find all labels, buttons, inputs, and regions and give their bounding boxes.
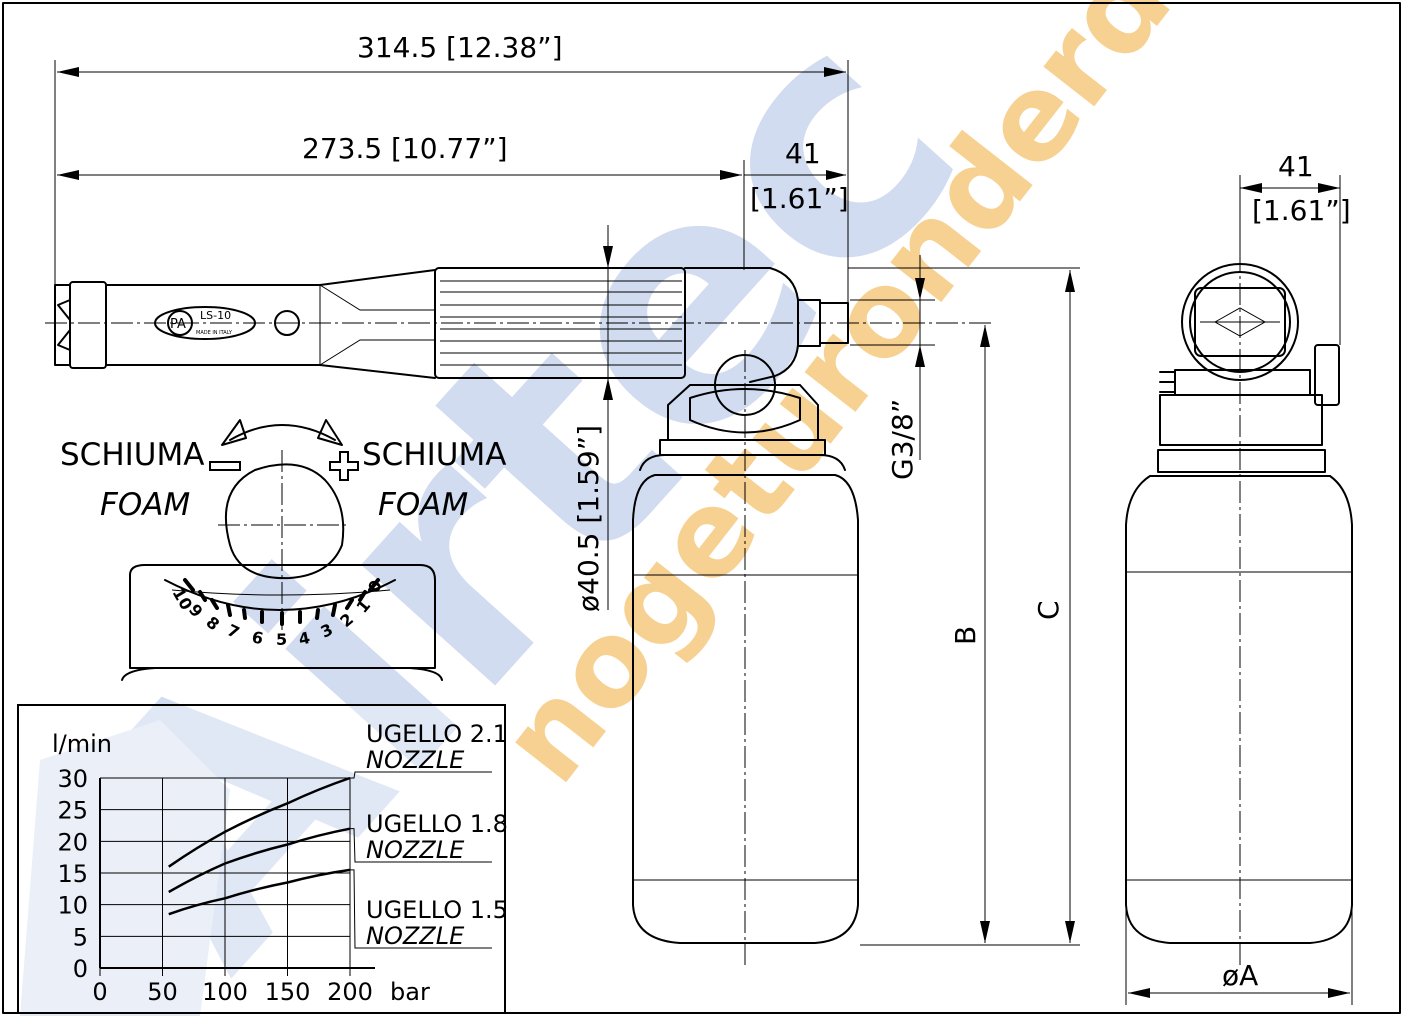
x-tick-label: 100	[202, 978, 248, 1006]
legend-leader-line	[350, 869, 492, 949]
chart-series	[168, 776, 351, 916]
dimension-right-offset: 41 [1.61”]	[1239, 150, 1351, 345]
y-tick-label: 0	[73, 955, 88, 983]
regulator-left-label-en: FOAM	[100, 487, 190, 523]
diameter-a-text: øA	[1222, 959, 1258, 992]
legend-leader-line	[350, 828, 492, 863]
y-tick-label: 15	[57, 860, 88, 888]
bottle-side-outline	[632, 474, 859, 944]
series-line	[168, 827, 351, 894]
x-tick-label: 50	[147, 978, 178, 1006]
body-diameter-text: ø40.5 [1.59”]	[572, 425, 605, 612]
y-tick-label: 20	[57, 828, 88, 856]
dial-number: 4	[297, 628, 312, 649]
x-tick-label: 150	[265, 978, 311, 1006]
lance-model: LS-10	[200, 309, 231, 322]
side-offset-mm: 41	[785, 137, 821, 170]
series-line	[168, 868, 351, 916]
height-c-label: C	[1032, 600, 1065, 620]
dimension-overall: 314.5 [12.38”]	[54, 31, 849, 320]
regulator-detail: SCHIUMA FOAM SCHIUMA FOAM 10 9	[60, 419, 506, 681]
legend-leader-line	[350, 771, 492, 779]
dimension-handle: 273.5 [10.77”]	[57, 132, 745, 270]
height-b-label: B	[949, 626, 982, 645]
regulator-right-label: SCHIUMA	[362, 437, 506, 473]
legend-label-en: NOZZLE	[366, 746, 465, 774]
regulator-left-label: SCHIUMA	[60, 437, 204, 473]
dimension-diameter-a: øA	[1125, 905, 1353, 1005]
thread-text: G3/8”	[886, 399, 919, 480]
legend-label: UGELLO 2.1	[366, 720, 508, 748]
y-tick-label: 25	[57, 797, 88, 825]
legend-label-en: NOZZLE	[366, 922, 465, 950]
chart-grid	[99, 777, 375, 976]
dimension-body-diameter: ø40.5 [1.59”]	[572, 225, 613, 612]
lance-brand: PA	[170, 317, 186, 332]
handle-length-text: 273.5 [10.77”]	[302, 132, 508, 165]
chart-ylabel: l/min	[52, 730, 112, 758]
right-offset-mm: 41	[1278, 150, 1314, 183]
watermark-gear-shape	[20, 720, 230, 1016]
right-offset-in: [1.61”]	[1252, 194, 1351, 227]
legend-label: UGELLO 1.8	[366, 810, 508, 838]
y-tick-label: 30	[57, 765, 88, 793]
dial-number: 5	[276, 630, 287, 649]
x-tick-label: 0	[92, 978, 107, 1006]
bottle-front-view	[1125, 250, 1353, 965]
regulator-right-label-en: FOAM	[378, 487, 468, 523]
minus-icon	[209, 461, 241, 471]
dimension-thread: G3/8”	[850, 255, 935, 480]
legend-label-en: NOZZLE	[366, 836, 465, 864]
y-tick-label: 5	[73, 923, 88, 951]
chart-xlabel: bar	[390, 978, 430, 1006]
series-line	[168, 776, 351, 868]
dimension-side-offset: 41 [1.61”]	[744, 137, 849, 215]
side-offset-in: [1.61”]	[750, 182, 849, 215]
dial-number: 6	[250, 627, 265, 648]
plus-icon	[329, 451, 359, 481]
overall-length-text: 314.5 [12.38”]	[357, 31, 563, 64]
legend-label: UGELLO 1.5	[366, 896, 508, 924]
foam-lance: PA LS-10 MADE IN ITALY	[45, 267, 995, 965]
y-tick-label: 10	[57, 892, 88, 920]
lance-origin: MADE IN ITALY	[196, 330, 233, 336]
x-tick-label: 200	[327, 978, 373, 1006]
dimension-height: B C	[848, 267, 1080, 946]
